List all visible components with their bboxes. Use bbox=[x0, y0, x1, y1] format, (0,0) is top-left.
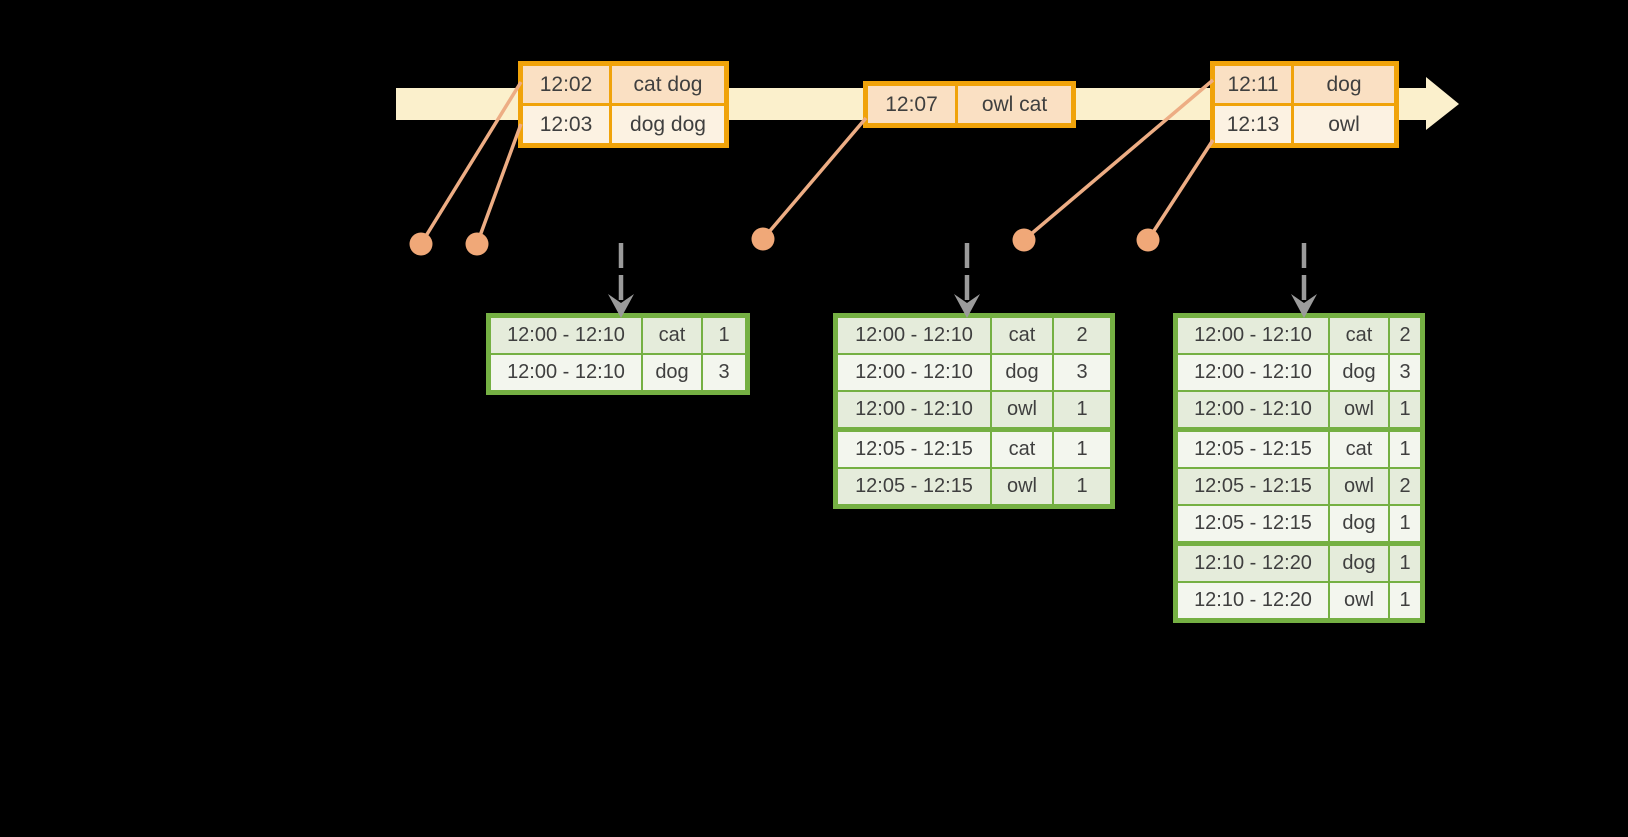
table-cell: owl bbox=[1328, 581, 1390, 622]
table-cell: 12:00 - 12:10 bbox=[834, 314, 992, 355]
table-cell: 1 bbox=[1388, 542, 1424, 583]
event-connector-line bbox=[475, 123, 523, 245]
table-cell: 12:05 - 12:15 bbox=[1174, 504, 1330, 546]
table-cell: 12:00 - 12:10 bbox=[834, 353, 992, 392]
event-dots bbox=[409, 227, 1160, 256]
table-cell: 2 bbox=[1388, 314, 1424, 355]
table-cell: owl bbox=[990, 390, 1054, 432]
table-cell: 1 bbox=[1388, 390, 1424, 432]
table-cell: 12:10 - 12:20 bbox=[1174, 542, 1330, 583]
table-cell: 12:00 - 12:10 bbox=[1174, 353, 1330, 392]
table-cell: cat bbox=[641, 314, 703, 355]
table-cell: cat bbox=[990, 314, 1054, 355]
table-cell: dog bbox=[1328, 504, 1390, 546]
table-cell: dog bbox=[1328, 353, 1390, 392]
event-connector-line bbox=[761, 116, 868, 241]
table-cell: 1 bbox=[1052, 390, 1114, 432]
table-cell: 3 bbox=[701, 353, 749, 394]
table-cell: owl bbox=[1328, 390, 1390, 432]
trigger-arrow-icon bbox=[954, 243, 980, 318]
table-cell: 12:00 - 12:10 bbox=[487, 314, 643, 355]
table-cell: cat bbox=[1328, 314, 1390, 355]
table-cell: 1 bbox=[701, 314, 749, 355]
trigger-arrow-icon bbox=[1291, 243, 1317, 318]
table-cell: owl cat bbox=[955, 82, 1075, 127]
event-dot bbox=[465, 232, 489, 256]
event-connector-line bbox=[1146, 139, 1215, 241]
table-cell: 12:00 - 12:10 bbox=[487, 353, 643, 394]
table-cell: 2 bbox=[1052, 314, 1114, 355]
table-cell: 12:02 bbox=[519, 62, 612, 106]
table-cell: dog bbox=[1291, 62, 1398, 106]
trigger-arrow-icon bbox=[608, 243, 634, 318]
table-cell: 3 bbox=[1052, 353, 1114, 392]
table-cell: 1 bbox=[1052, 428, 1114, 469]
table-cell: 1 bbox=[1052, 467, 1114, 508]
table-cell: 12:13 bbox=[1211, 103, 1294, 147]
table-cell: 2 bbox=[1388, 467, 1424, 506]
event-dot bbox=[751, 227, 775, 251]
table-cell: 12:03 bbox=[519, 103, 612, 147]
table-cell: 1 bbox=[1388, 428, 1424, 469]
table-cell: cat bbox=[1328, 428, 1390, 469]
table-cell: 12:10 - 12:20 bbox=[1174, 581, 1330, 622]
table-cell: 12:00 - 12:10 bbox=[1174, 314, 1330, 355]
event-connector-line bbox=[419, 81, 523, 245]
event-dot bbox=[1012, 228, 1036, 252]
table-cell: 12:05 - 12:15 bbox=[1174, 428, 1330, 469]
table-cell: 12:07 bbox=[864, 82, 958, 127]
table-cell: 12:05 - 12:15 bbox=[834, 428, 992, 469]
event-dot bbox=[1136, 228, 1160, 252]
table-cell: 12:11 bbox=[1211, 62, 1294, 106]
table-cell: cat dog bbox=[609, 62, 728, 106]
table-cell: 12:00 - 12:10 bbox=[1174, 390, 1330, 432]
table-cell: dog bbox=[1328, 542, 1390, 583]
table-cell: 12:05 - 12:15 bbox=[1174, 467, 1330, 506]
table-cell: dog bbox=[990, 353, 1054, 392]
table-cell: 3 bbox=[1388, 353, 1424, 392]
table-cell: 12:00 - 12:10 bbox=[834, 390, 992, 432]
table-cell: owl bbox=[1328, 467, 1390, 506]
table-cell: 12:05 - 12:15 bbox=[834, 467, 992, 508]
table-cell: cat bbox=[990, 428, 1054, 469]
table-cell: dog dog bbox=[609, 103, 728, 147]
table-cell: 1 bbox=[1388, 581, 1424, 622]
event-dot bbox=[409, 232, 433, 256]
table-cell: dog bbox=[641, 353, 703, 394]
table-cell: 1 bbox=[1388, 504, 1424, 546]
table-cell: owl bbox=[1291, 103, 1398, 147]
table-cell: owl bbox=[990, 467, 1054, 508]
